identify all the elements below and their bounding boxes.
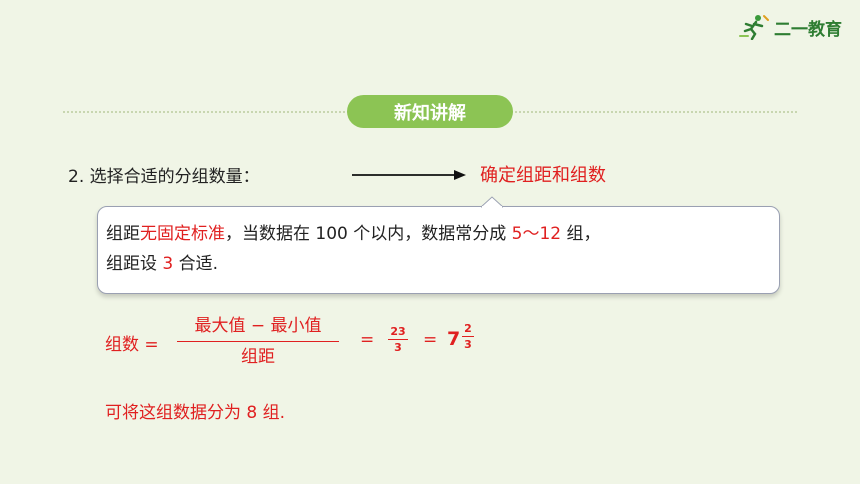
equals-sign-2: =: [423, 330, 438, 350]
fraction-bar: [177, 341, 339, 342]
arrow-right-icon: [352, 170, 466, 180]
fraction2-bar: [462, 336, 474, 337]
callout-text: 组距无固定标准，当数据在 100 个以内，数据常分成 5～12 组， 组距设 3…: [106, 219, 601, 279]
fraction1-denominator: 3: [394, 341, 402, 354]
callout-line1-c: ，当数据在 100 个以内，数据常分成: [225, 224, 512, 244]
explanation-callout: 组距无固定标准，当数据在 100 个以内，数据常分成 5～12 组， 组距设 3…: [97, 206, 780, 294]
callout-line2-b: 3: [162, 254, 174, 274]
callout-pointer: [481, 196, 503, 208]
fraction1-numerator: 23: [390, 325, 406, 338]
section-title: 新知讲解: [347, 95, 513, 128]
formula: 组数 = 最大值 − 最小值 组距 = 23 3 = 7 2 3: [105, 313, 525, 373]
fraction-2-over-3: 2 3: [462, 322, 474, 351]
callout-line1-d: 5～12: [511, 224, 562, 244]
mixed-number-whole: 7: [447, 328, 461, 350]
conclusion-text: 可将这组数据分为 8 组.: [105, 403, 286, 423]
question-text: 2. 选择合适的分组数量：: [68, 167, 260, 187]
main-fraction: 最大值 − 最小值 组距: [177, 313, 339, 370]
running-figure-icon: [739, 15, 769, 40]
callout-line1-b: 无固定标准: [140, 224, 225, 244]
logo: 二一教育: [738, 14, 842, 40]
fraction-numerator: 最大值 − 最小值: [194, 316, 322, 336]
callout-line2-a: 组距设: [106, 254, 163, 274]
fraction2-numerator: 2: [464, 322, 472, 335]
callout-line1-e: 组，: [561, 224, 601, 244]
fraction2-denominator: 3: [464, 338, 472, 351]
fraction-23-over-3: 23 3: [388, 325, 408, 354]
callout-line2-c: 合适.: [173, 254, 219, 274]
question-result: 确定组距和组数: [480, 165, 606, 186]
logo-text: 二一教育: [774, 19, 842, 40]
formula-label: 组数 =: [105, 335, 159, 355]
fraction1-bar: [388, 339, 408, 340]
fraction-denominator: 组距: [241, 347, 275, 367]
callout-line1-a: 组距: [106, 224, 140, 244]
equals-sign-1: =: [360, 330, 375, 350]
